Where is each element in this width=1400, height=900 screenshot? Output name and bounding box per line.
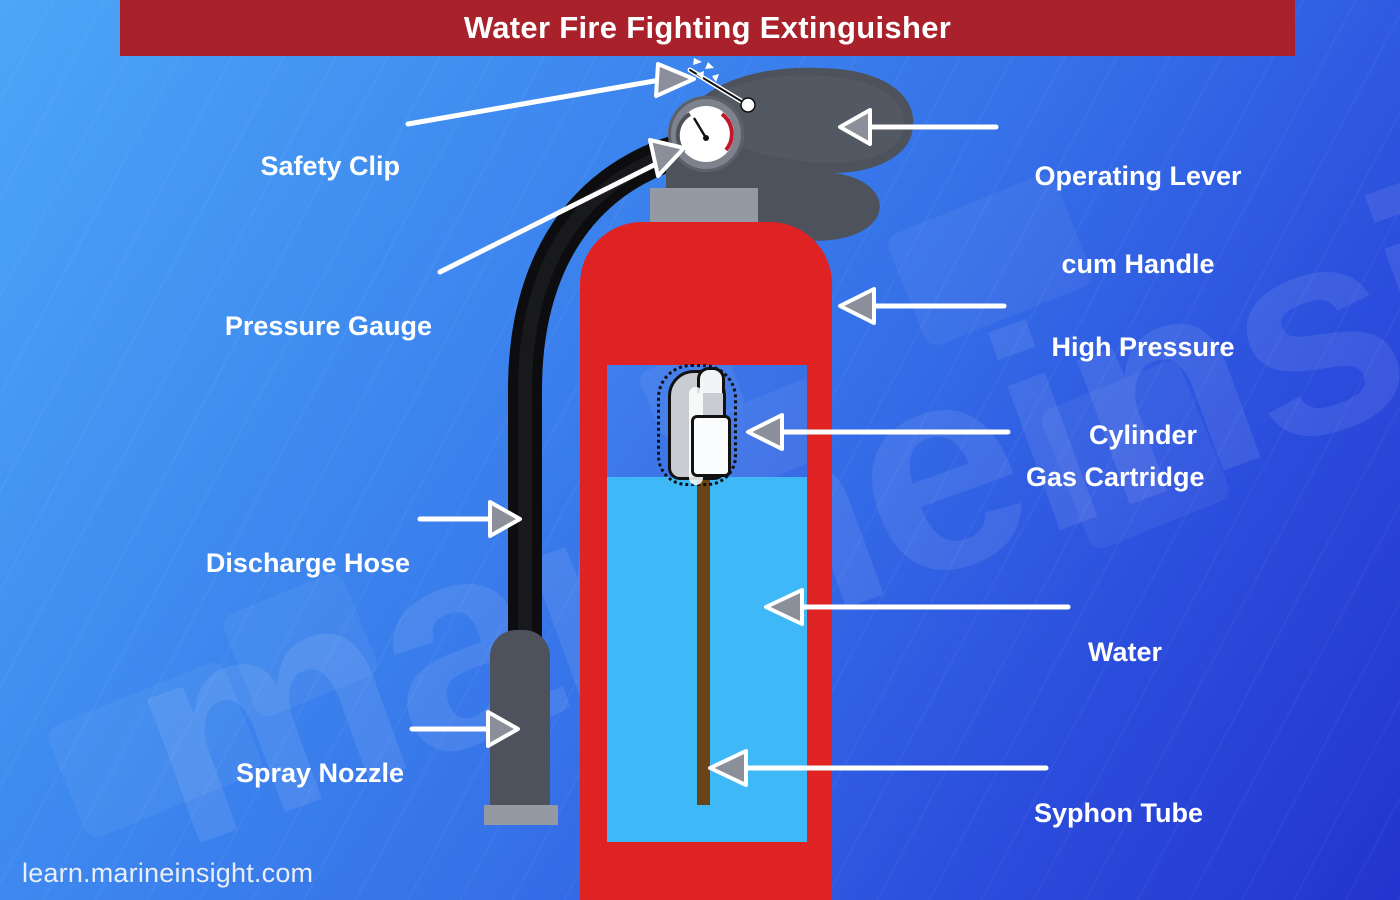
- label-operating-lever-line1: Operating Lever: [1034, 161, 1242, 191]
- label-operating-lever: Operating Lever cum Handle: [1008, 110, 1268, 330]
- title-banner: Water Fire Fighting Extinguisher: [120, 0, 1295, 56]
- label-safety-clip: Safety Clip: [260, 151, 400, 181]
- safety-clip: [687, 58, 756, 113]
- label-high-pressure-cylinder-line1: High Pressure: [1051, 332, 1235, 362]
- gas-cartridge-body: [668, 367, 731, 485]
- label-spray-nozzle: Spray Nozzle: [235, 758, 404, 788]
- label-high-pressure-cylinder-line2: Cylinder: [1088, 420, 1198, 450]
- syphon-tube: [697, 420, 710, 805]
- label-gas-cartridge: Gas Cartridge: [1026, 462, 1205, 492]
- pressure-gauge: [668, 96, 744, 172]
- label-operating-lever-line2: cum Handle: [1061, 249, 1215, 279]
- page-title: Water Fire Fighting Extinguisher: [463, 10, 952, 45]
- label-high-pressure-cylinder: High Pressure Cylinder: [1018, 281, 1268, 501]
- label-discharge-hose: Discharge Hose: [205, 548, 410, 578]
- gas-cartridge-neck: [697, 367, 725, 393]
- gas-cartridge-label: [691, 415, 731, 477]
- gas-cartridge: [657, 364, 737, 486]
- spray-nozzle-base: [484, 805, 558, 825]
- footer-url: learn.marineinsight.com: [22, 858, 314, 888]
- label-pressure-gauge: Pressure Gauge: [224, 311, 432, 341]
- spray-nozzle: [490, 630, 550, 815]
- label-syphon-tube: Syphon Tube: [1034, 798, 1203, 828]
- label-water: Water: [1088, 637, 1163, 667]
